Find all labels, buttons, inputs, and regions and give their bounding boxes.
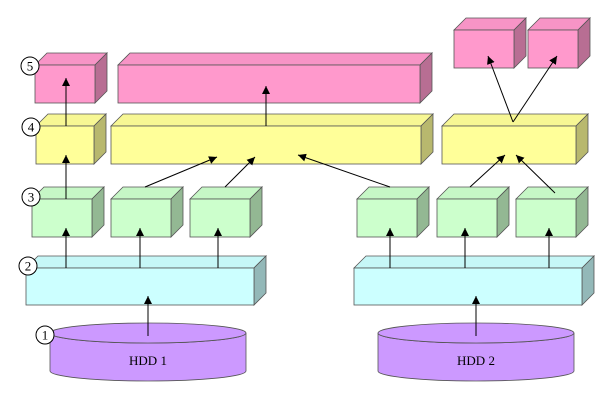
level-2-block-a	[25, 255, 267, 306]
arrow-l3e-l4c	[469, 154, 506, 188]
level-5-block-b	[117, 52, 433, 104]
level-3-block-d	[356, 186, 430, 238]
arrow-l3d-l4b	[297, 153, 391, 188]
level-2-block-b	[353, 255, 595, 306]
arrow-l3b-l4b	[144, 156, 218, 188]
level-3-block-f	[515, 186, 589, 238]
hdd-1-label: HDD 1	[129, 353, 167, 368]
svg-text:5: 5	[27, 59, 34, 74]
layer-number-1: 1	[35, 325, 55, 345]
level-3-block-e	[436, 186, 510, 238]
layer-number-2: 2	[18, 256, 38, 276]
level-5-block-a	[34, 52, 108, 104]
level-5-block-d	[527, 17, 591, 69]
layer-number-4: 4	[21, 117, 41, 137]
level-4-block-a	[35, 113, 107, 165]
level-5-block-c	[453, 17, 527, 69]
arrow-l3c-l4b	[224, 156, 256, 188]
layer-number-5: 5	[20, 56, 40, 76]
level-3-block-b	[110, 186, 184, 238]
level-3-block-c	[189, 186, 263, 238]
level-3-block-a	[31, 186, 105, 238]
arrow-l4c-l5c	[487, 55, 514, 123]
svg-text:1: 1	[42, 328, 49, 343]
svg-text:2: 2	[25, 259, 32, 274]
arrow-l3f-l4c	[515, 154, 556, 194]
svg-text:4: 4	[28, 120, 35, 135]
layer-number-3: 3	[21, 187, 41, 207]
arrow-l4c-l5d	[512, 55, 558, 123]
level-4-block-c	[441, 113, 589, 165]
svg-text:3: 3	[28, 190, 35, 205]
level-4-block-b	[110, 113, 434, 165]
hdd-2-label: HDD 2	[457, 353, 495, 368]
